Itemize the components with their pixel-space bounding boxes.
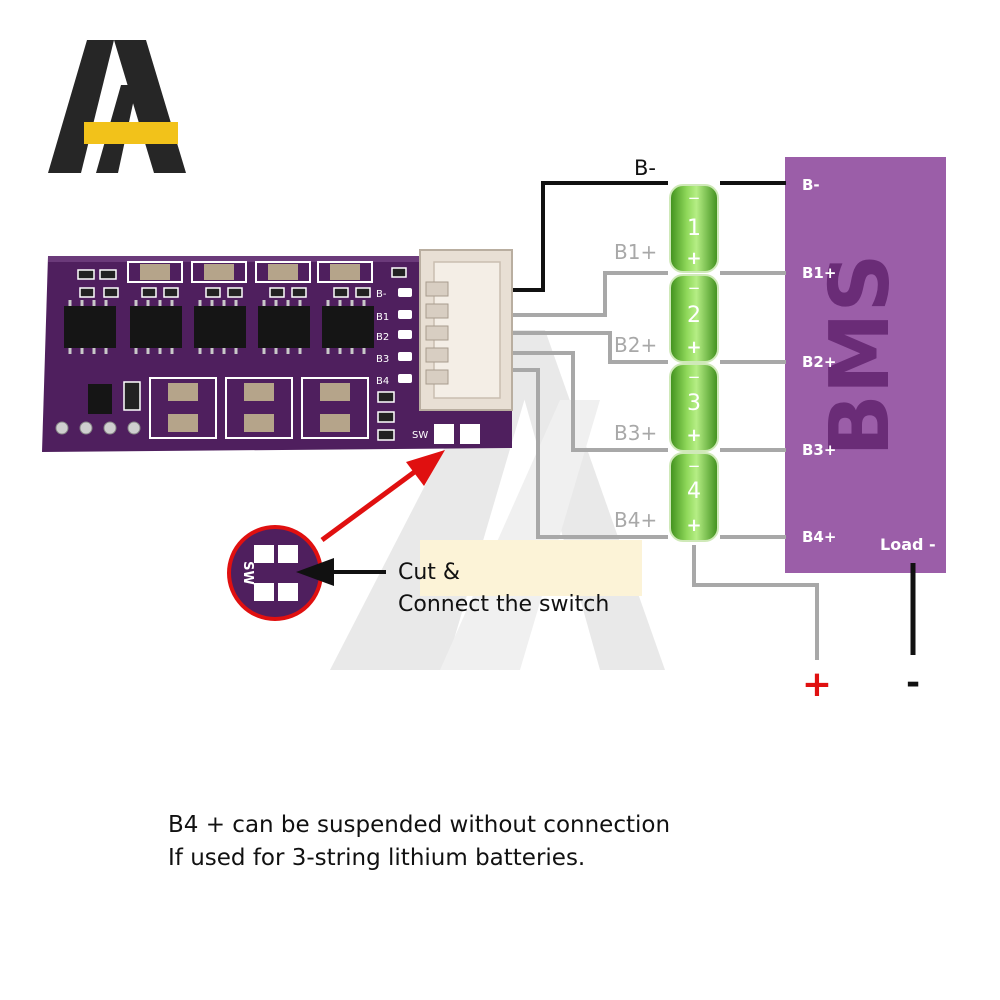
bms-box: BMS xyxy=(785,157,946,573)
red-arrow xyxy=(320,450,445,543)
solder-pads xyxy=(55,421,141,435)
caption-line-1: B4 + can be suspended without connection xyxy=(168,812,671,838)
pcb-pin-b3: B3 xyxy=(376,354,389,365)
wire-label-b3: B3+ xyxy=(614,421,657,445)
pcb-pin-b2: B2 xyxy=(376,332,389,343)
pcb-board: B- B1 B2 B3 B4 SW xyxy=(42,249,513,452)
resistor-row xyxy=(77,267,407,298)
output-minus: - xyxy=(906,663,920,703)
bms-terminal-b4: B4+ xyxy=(802,528,836,546)
caption-line-2: If used for 3-string lithium batteries. xyxy=(168,845,586,871)
wire-label-b2: B2+ xyxy=(614,333,657,357)
capacitors-bottom xyxy=(123,377,395,441)
cell-pos-4: + xyxy=(686,515,701,536)
callout-line-2: Connect the switch xyxy=(398,592,610,617)
switch-pads: SW xyxy=(412,424,480,444)
wire-output-plus xyxy=(692,545,819,660)
black-arrow xyxy=(296,558,386,586)
wire-b4 xyxy=(510,368,668,539)
output-plus: + xyxy=(802,664,832,705)
cell-pos-1: + xyxy=(686,248,701,269)
battery-cell-4: 4 − + xyxy=(669,452,719,542)
cell-number-4: 4 xyxy=(687,479,701,504)
pcb-switch-label: SW xyxy=(412,430,428,441)
bms-terminal-b-minus: B- xyxy=(802,176,820,194)
wire-b1 xyxy=(510,271,668,317)
cell-number-1: 1 xyxy=(687,216,701,241)
cell-number-3: 3 xyxy=(687,391,701,416)
pcb-pin-b-minus: B- xyxy=(376,289,387,300)
wire-labels: B- B1+ B2+ B3+ B4+ xyxy=(614,156,657,532)
battery-stack: 1 − + 2 − + 3 − + 4 − + xyxy=(669,184,719,542)
pin-pads xyxy=(398,288,412,383)
wire-b3 xyxy=(510,351,668,452)
battery-cell-2: 2 − + xyxy=(669,274,719,363)
chip-row xyxy=(64,300,374,354)
wire-label-b4: B4+ xyxy=(614,508,657,532)
capacitors-top-bodies xyxy=(140,264,360,280)
cell-number-2: 2 xyxy=(687,303,701,328)
zoom-switch-label: SW xyxy=(240,561,255,585)
bms-title: BMS xyxy=(813,253,908,456)
bms-terminal-b1: B1+ xyxy=(802,264,836,282)
pcb-pin-b4: B4 xyxy=(376,376,389,387)
battery-cell-1: 1 − + xyxy=(669,184,719,273)
wire-b-minus xyxy=(510,181,668,292)
bms-terminal-b2: B2+ xyxy=(802,353,836,371)
cell-neg-2: − xyxy=(688,279,701,297)
battery-cell-3: 3 − + xyxy=(669,363,719,452)
wires xyxy=(510,181,916,660)
bms-load-label: Load - xyxy=(880,535,936,554)
cell-neg-3: − xyxy=(688,368,701,386)
callout-line-1: Cut & xyxy=(398,560,461,585)
cell-pos-3: + xyxy=(686,425,701,446)
cell-pos-2: + xyxy=(686,337,701,358)
aa-logo-icon xyxy=(48,40,186,173)
bms-terminals: B- B1+ B2+ B3+ B4+ Load - xyxy=(802,176,936,554)
bms-terminal-b3: B3+ xyxy=(802,441,836,459)
cell-neg-4: − xyxy=(688,457,701,475)
zoom-circle: SW xyxy=(227,525,323,621)
wire-label-b1: B1+ xyxy=(614,240,657,264)
jst-connector xyxy=(419,249,513,411)
wire-label-b-minus: B- xyxy=(634,156,656,180)
cell-neg-1: − xyxy=(688,189,701,207)
wire-b2 xyxy=(510,331,668,364)
pcb-pin-b1: B1 xyxy=(376,312,389,323)
